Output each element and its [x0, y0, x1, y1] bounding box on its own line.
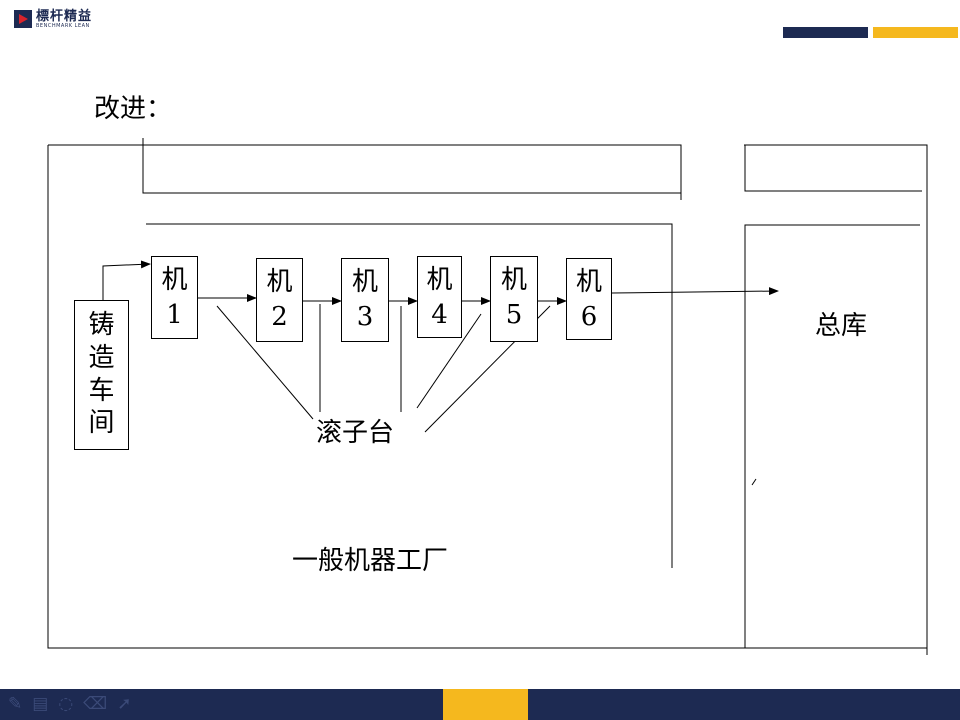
warehouse-outline [744, 224, 920, 648]
foundry-char: 铸 [88, 310, 115, 340]
flow-arrow-m6-warehouse [611, 287, 779, 296]
comment-icon[interactable]: ◌ [58, 694, 74, 714]
machine-6: 机 6 [566, 258, 612, 340]
eraser-icon[interactable]: ⌫ [83, 694, 108, 714]
machine-4: 机 4 [417, 256, 462, 338]
upper-corridor [142, 138, 681, 194]
machine-label: 机 [351, 267, 378, 297]
machine-3: 机 3 [341, 258, 389, 342]
flow-arrow-foundry-m1 [102, 260, 151, 300]
pen-icon[interactable]: ✎ [8, 694, 23, 714]
slideshow-toolbar: ✎ ▤ ◌ ⌫ ➚ [8, 693, 131, 715]
foundry-char: 车 [88, 375, 115, 406]
machine-2: 机 2 [256, 258, 303, 342]
footer-bar: ✎ ▤ ◌ ⌫ ➚ [0, 689, 960, 720]
logo-mark-icon [14, 10, 32, 28]
foundry-char: 造 [88, 342, 115, 373]
machine-label: 机 [575, 267, 602, 297]
logo: 標杆精益 BENCHMARK LEAN [14, 4, 92, 34]
header-bar-navy [783, 27, 868, 38]
slides-icon[interactable]: ▤ [32, 694, 49, 714]
machine-number: 1 [166, 300, 183, 331]
slide-title: 改进： [94, 94, 173, 124]
roller-leader-1 [216, 305, 314, 420]
main-hall-wall [146, 223, 673, 568]
machine-label: 机 [266, 267, 293, 297]
foundry-box: 铸 造 车 间 [74, 300, 129, 450]
right-building-top [744, 145, 922, 192]
machine-5: 机 5 [490, 256, 538, 342]
machine-label: 机 [161, 265, 188, 295]
machine-1: 机 1 [151, 256, 198, 339]
machine-label: 机 [500, 265, 527, 295]
warehouse-label: 总库 [815, 311, 868, 341]
logo-text-cn: 標杆精益 [36, 8, 93, 24]
factory-outline [47, 144, 928, 655]
factory-label: 一般机器工厂 [292, 546, 449, 576]
small-mark [751, 478, 757, 486]
machine-number: 6 [580, 302, 598, 333]
pointer-icon[interactable]: ➚ [117, 694, 132, 714]
footer-accent [443, 689, 528, 720]
machine-label: 机 [426, 265, 453, 295]
machine-number: 5 [505, 300, 523, 331]
header-bar-yellow [873, 27, 958, 38]
foundry-char: 间 [88, 408, 115, 439]
machine-number: 2 [271, 302, 288, 333]
roller-leader-4 [416, 313, 482, 409]
machine-number: 4 [431, 300, 448, 331]
machine-number: 3 [356, 302, 374, 333]
logo-text-en: BENCHMARK LEAN [36, 22, 90, 29]
roller-table-label: 滚子台 [316, 418, 395, 448]
